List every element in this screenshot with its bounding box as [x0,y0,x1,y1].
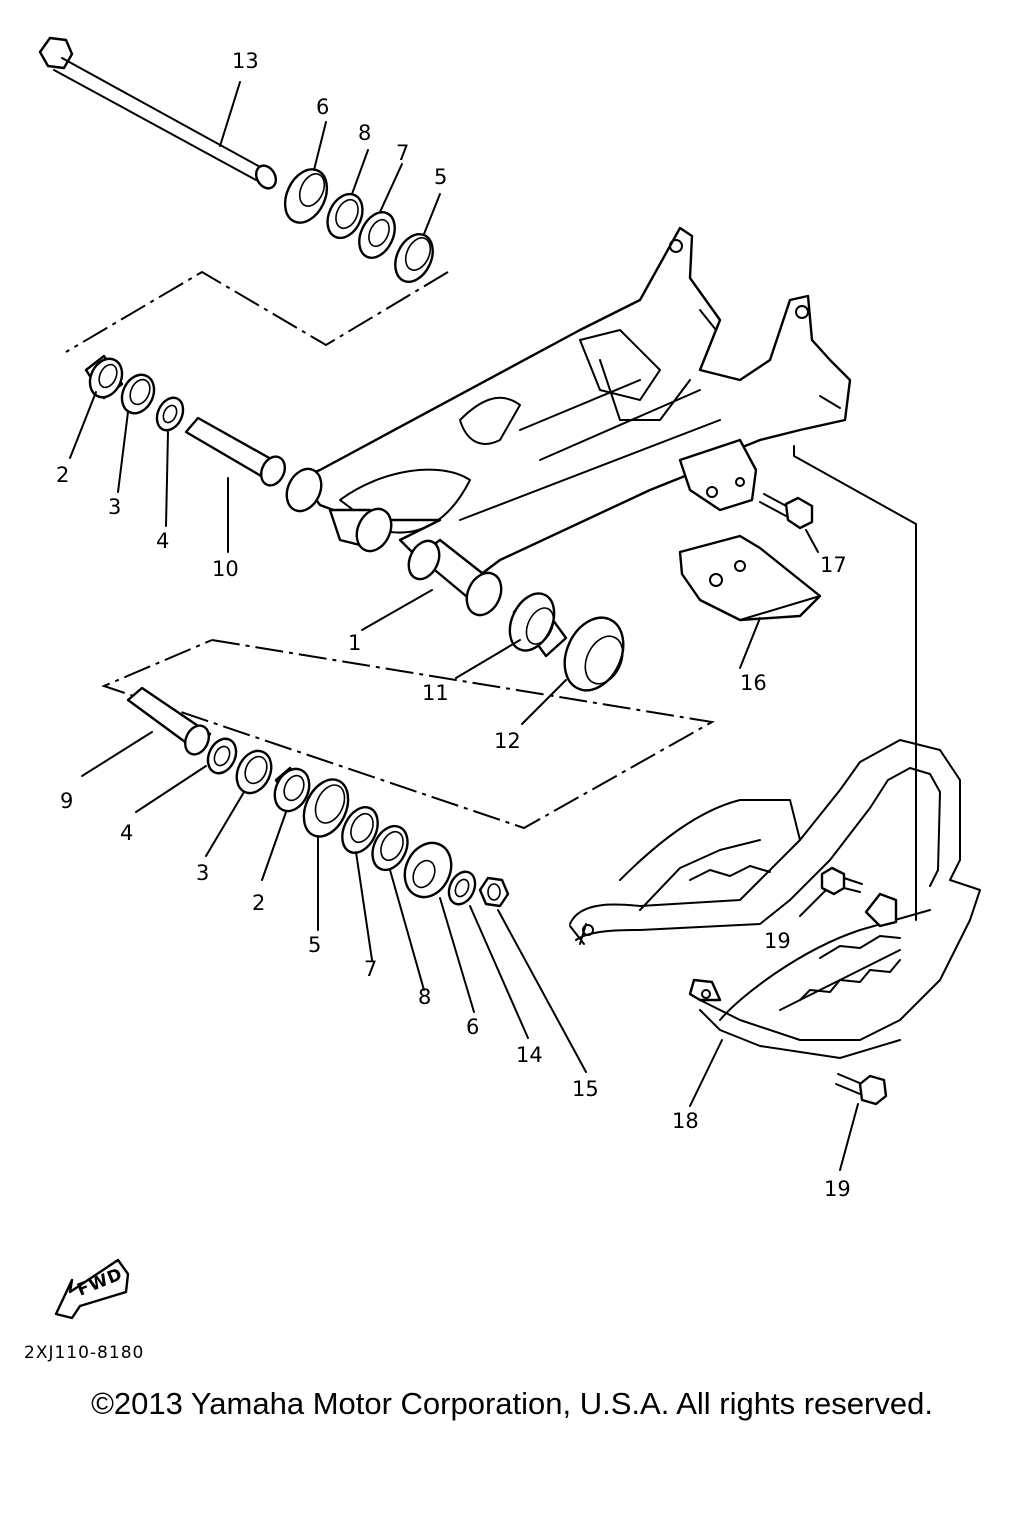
part-18-guard-assembly [569,739,981,1059]
assembly-reference-line [793,445,917,921]
leader-lines [69,81,859,1171]
lower-group-bracket [101,639,715,830]
callout-17: 17 [820,553,847,577]
callout-12: 12 [494,729,521,753]
callout-9: 9 [60,789,73,813]
copyright-notice: ©2013 Yamaha Motor Corporation, U.S.A. A… [91,1386,933,1421]
part-8-washer-upper [326,192,364,240]
callout-14: 14 [516,1043,543,1067]
part-16-chain-guard [678,534,822,622]
callout-6-upper: 6 [316,95,329,119]
part-4-washer-lower [206,737,238,775]
callout-2-upper: 2 [56,463,69,487]
callout-7-lower: 7 [364,957,377,981]
callout-10: 10 [212,557,239,581]
callout-5-upper: 5 [434,165,447,189]
part-6-collar-upper [283,168,329,224]
upper-group-bracket [65,270,449,353]
part-19-bolt-upper [820,866,863,896]
part-7-washer-upper [358,211,396,259]
part-2-bearing-upper [84,354,124,400]
part-4-washer-upper [155,396,185,432]
callout-8-upper: 8 [358,121,371,145]
part-5-oil-seal-upper [394,233,434,283]
part-11-collar [508,592,568,658]
part-8-washer-lower [371,824,409,872]
callout-11: 11 [422,681,449,705]
callout-7-upper: 7 [396,141,409,165]
callout-13: 13 [232,49,259,73]
callout-numbers: 13 6 8 7 5 2 3 4 10 1 11 12 16 17 9 4 3 … [56,49,851,1201]
part-3-bushing-lower [235,749,273,795]
part-12-dust-cover [563,616,625,692]
part-3-bushing-upper [120,373,156,415]
callout-4-upper: 4 [156,529,169,553]
part-13-pivot-shaft [38,36,278,190]
callout-18: 18 [672,1109,699,1133]
part-15-nut [478,876,510,908]
callout-19-lower: 19 [824,1177,851,1201]
part-5-oil-seal-lower [302,778,350,838]
callout-16: 16 [740,671,767,695]
callout-3-upper: 3 [108,495,121,519]
part-10-spacer-upper [184,416,287,487]
callout-4-lower: 4 [120,821,133,845]
callout-15: 15 [572,1077,599,1101]
callout-19-upper: 19 [764,929,791,953]
part-19-bolt-lower [835,1073,888,1106]
part-7-washer-lower [341,806,379,854]
callout-5-lower: 5 [308,933,321,957]
part-9-spacer-lower [126,686,212,756]
callout-1: 1 [348,631,361,655]
part-14-washer [447,870,477,906]
part-6-collar-lower [403,841,453,899]
callout-6-lower: 6 [466,1015,479,1039]
callout-8-lower: 8 [418,985,431,1009]
diagram-code: 2XJ110-8180 [24,1343,144,1363]
part-1-swing-arm [285,226,852,617]
callout-2-lower: 2 [252,891,265,915]
callout-3-lower: 3 [196,861,209,885]
fwd-arrow-icon: FWD [54,1258,130,1320]
part-17-bolt [759,493,814,530]
part-2-bearing-lower [273,766,311,813]
